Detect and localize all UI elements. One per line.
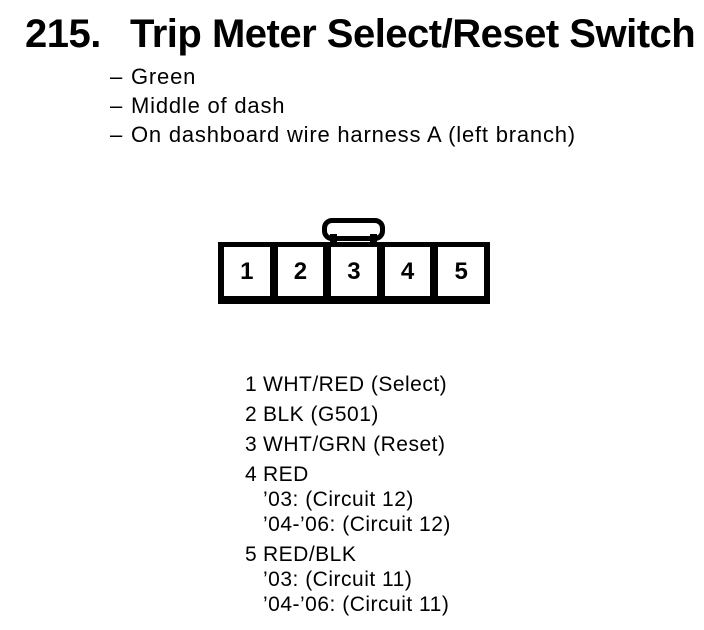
pinout-row-text: WHT/GRN (Reset) xyxy=(263,433,446,456)
section-title: Trip Meter Select/Reset Switch xyxy=(130,12,696,56)
pin-cell-5: 5 xyxy=(438,247,484,296)
pinout-row-number: 4 xyxy=(245,463,258,486)
page-title: 215. Trip Meter Select/Reset Switch xyxy=(25,12,696,56)
pinout-row-number xyxy=(245,514,259,536)
pinout-row-number xyxy=(245,489,259,511)
pin-cell-3: 3 xyxy=(331,247,377,296)
bullet-item-color: – Green xyxy=(110,66,576,88)
pinout-row-sub: ’03: (Circuit 11) xyxy=(245,569,451,591)
pinout-row-sub: ’03: (Circuit 12) xyxy=(245,489,451,511)
pinout-row-text: ’03: (Circuit 12) xyxy=(263,488,414,511)
pinout-row: 2 BLK (G501) xyxy=(245,404,451,426)
location-bullet-list: – Green – Middle of dash – On dashboard … xyxy=(110,66,576,146)
pinout-row: 1 WHT/RED (Select) xyxy=(245,374,451,396)
pinout-row-number: 3 xyxy=(245,433,258,456)
pinout-row-sub: ’04-’06: (Circuit 11) xyxy=(245,594,451,616)
pin-cell-1: 1 xyxy=(224,247,270,296)
pinout-row: 3 WHT/GRN (Reset) xyxy=(245,434,451,456)
bullet-text: Green xyxy=(131,64,197,89)
pinout-row-text: ’03: (Circuit 11) xyxy=(263,568,413,591)
pinout-row-text: ’04-’06: (Circuit 11) xyxy=(263,593,450,616)
connector-diagram: 1 2 3 4 5 xyxy=(218,242,490,304)
bullet-item-harness: – On dashboard wire harness A (left bran… xyxy=(110,124,576,146)
pinout-row-text: RED/BLK xyxy=(263,543,357,566)
pinout-row-text: BLK (G501) xyxy=(263,403,379,426)
latch-leg-left xyxy=(330,234,337,245)
latch-leg-right xyxy=(370,234,377,245)
pinout-row-number xyxy=(245,594,259,616)
bullet-item-location: – Middle of dash xyxy=(110,95,576,117)
pinout-row-text: WHT/RED (Select) xyxy=(263,373,448,396)
pinout-legend: 1 WHT/RED (Select) 2 BLK (G501) 3 WHT/GR… xyxy=(245,374,451,616)
pinout-row-text: ’04-’06: (Circuit 12) xyxy=(263,513,451,536)
pinout-row-number: 5 xyxy=(245,543,258,566)
pinout-row: 4 RED xyxy=(245,464,451,486)
bullet-dash: – xyxy=(110,93,124,118)
bullet-text: On dashboard wire harness A (left branch… xyxy=(131,122,576,147)
bullet-text: Middle of dash xyxy=(131,93,286,118)
section-number: 215. xyxy=(25,12,101,56)
pinout-row-sub: ’04-’06: (Circuit 12) xyxy=(245,514,451,536)
pinout-row-number: 2 xyxy=(245,403,258,426)
pin-cell-2: 2 xyxy=(277,247,324,296)
pinout-row-number: 1 xyxy=(245,373,258,396)
connector-latch-tab xyxy=(322,218,385,241)
pinout-row: 5 RED/BLK xyxy=(245,544,451,566)
bullet-dash: – xyxy=(110,122,124,147)
pinout-row-text: RED xyxy=(263,463,309,486)
pin-cell-4: 4 xyxy=(384,247,431,296)
bullet-dash: – xyxy=(110,64,124,89)
pinout-row-number xyxy=(245,569,259,591)
